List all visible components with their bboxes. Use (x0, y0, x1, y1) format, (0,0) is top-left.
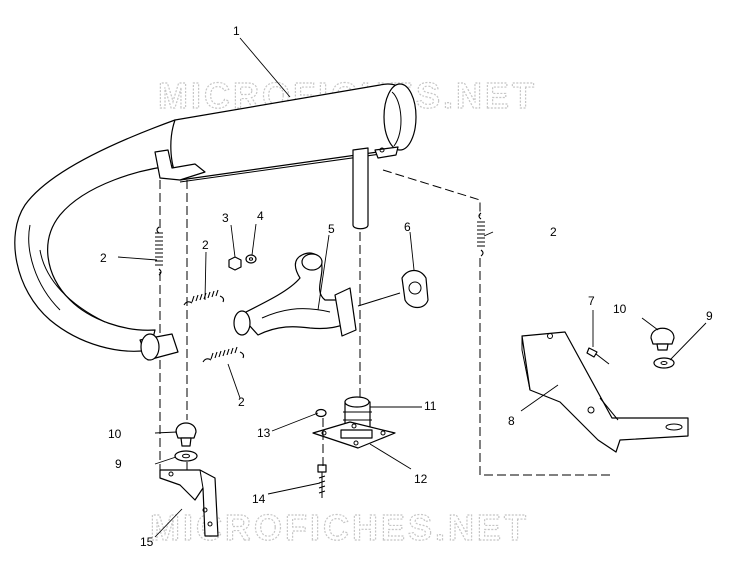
callout-12: 12 (414, 472, 428, 486)
callout-6: 6 (404, 220, 411, 234)
spring-part-middle-lower (202, 346, 245, 363)
callout-10-right: 10 (613, 302, 627, 316)
bolt-part (317, 464, 327, 498)
callout-13: 13 (257, 426, 271, 440)
nut-part (228, 256, 242, 271)
callout-9-right: 9 (706, 309, 713, 323)
spring-part-right (477, 212, 485, 257)
small-washer-part (315, 408, 327, 418)
callout-5: 5 (328, 222, 335, 236)
assembly-lines (159, 169, 612, 476)
y-pipe-part (233, 252, 357, 337)
callout-2-middle-upper: 2 (202, 238, 209, 252)
callout-2-right: 2 (550, 225, 557, 239)
washer-part (245, 254, 257, 264)
callout-14: 14 (252, 492, 266, 506)
callout-11: 11 (424, 399, 437, 413)
spring-part-middle-upper (183, 289, 225, 306)
callout-7: 7 (588, 294, 595, 308)
grommet-part-left (175, 422, 197, 447)
muffler-part (14, 83, 417, 361)
mount-plate-part (312, 421, 396, 449)
callout-2-middle-lower: 2 (238, 395, 245, 409)
callout-8: 8 (508, 414, 515, 428)
bracket-part-right (521, 331, 689, 453)
callout-15: 15 (140, 535, 154, 549)
callout-4: 4 (257, 209, 264, 223)
bracket-part-left (159, 469, 219, 537)
gasket-part (401, 269, 429, 309)
callout-3: 3 (222, 211, 229, 225)
washer-part-left (174, 450, 198, 462)
screw-part (586, 347, 610, 365)
callout-2-left: 2 (100, 251, 107, 265)
spring-part-left (155, 226, 163, 276)
grommet-part-right (650, 327, 675, 351)
callout-10-left: 10 (108, 427, 122, 441)
callout-9-left: 9 (115, 457, 122, 471)
callout-labels: 1 2 2 2 2 3 4 5 6 7 8 9 9 10 10 11 12 13… (100, 24, 713, 549)
callout-1: 1 (233, 24, 240, 38)
leader-lines (117, 37, 707, 538)
washer-part-right (653, 357, 675, 369)
